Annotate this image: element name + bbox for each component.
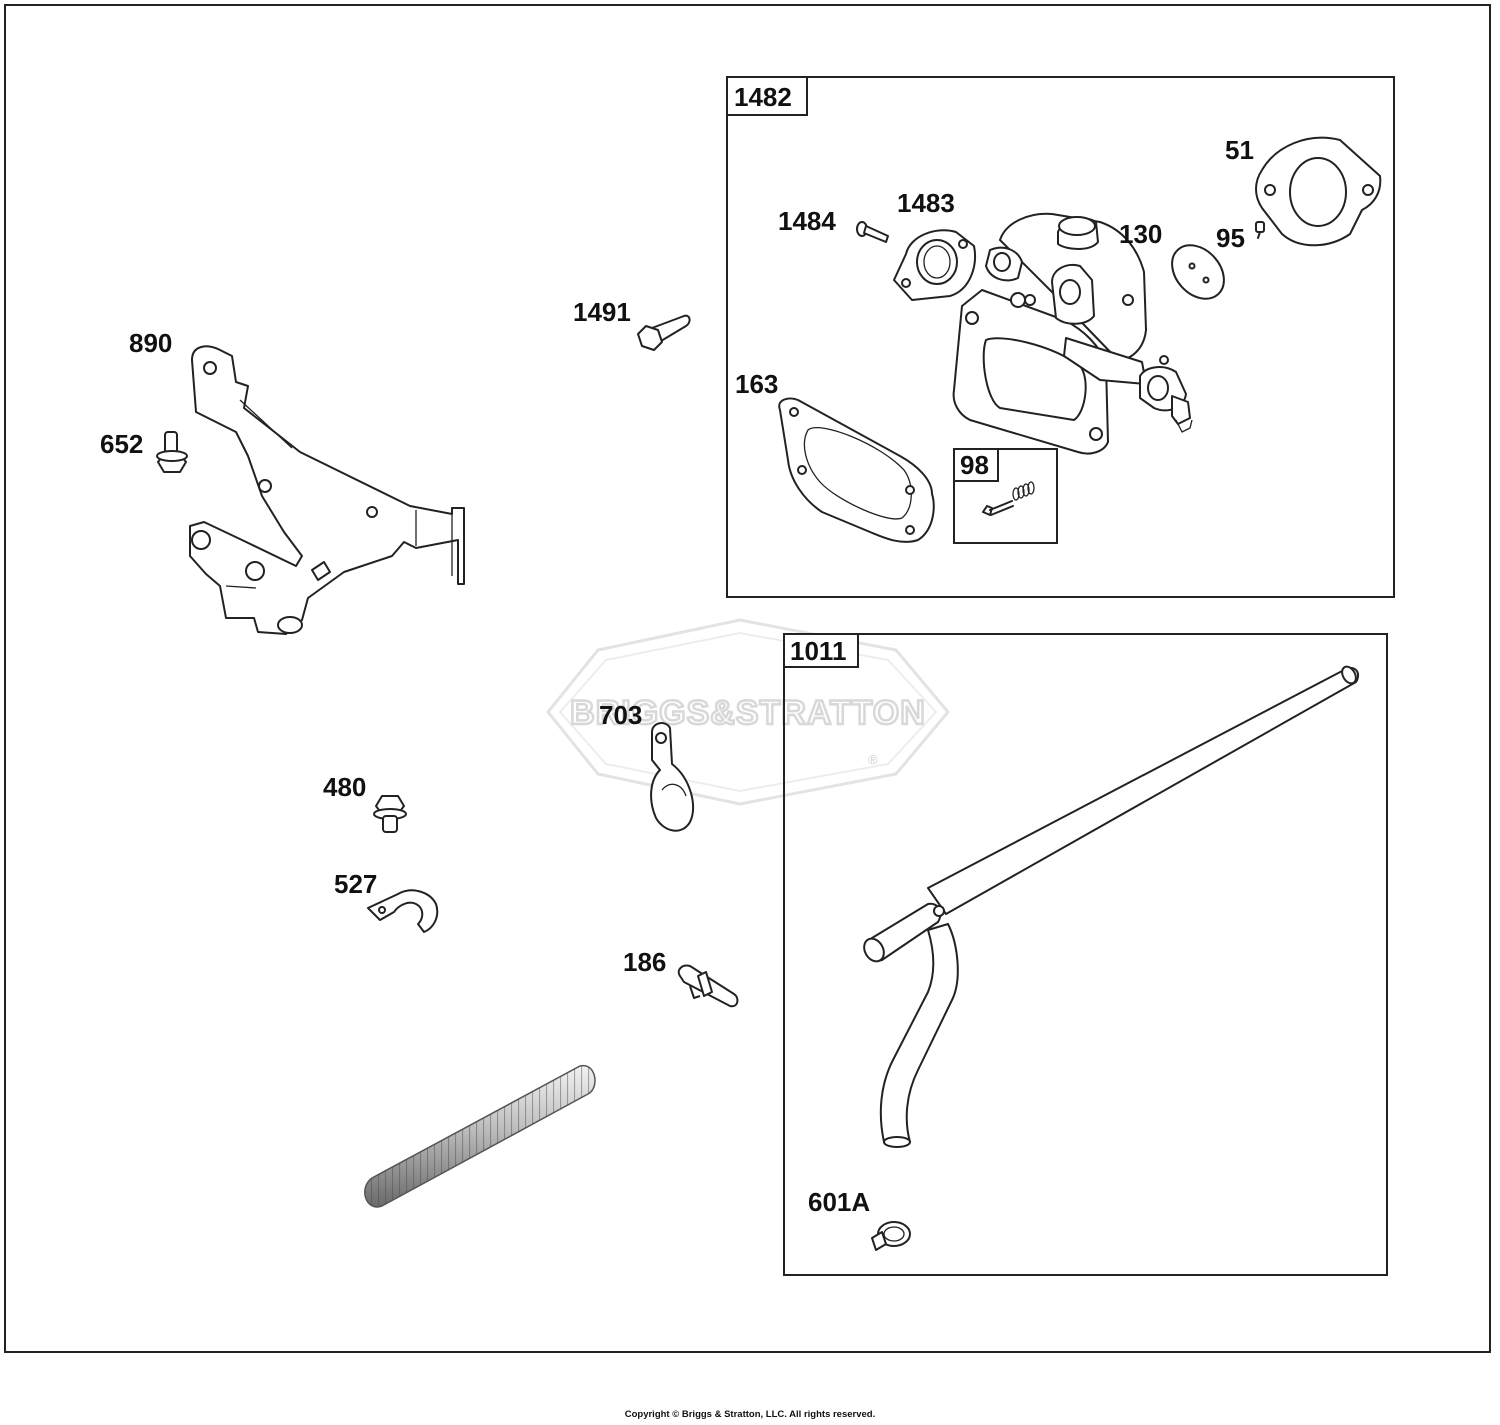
callout-1483: 1483 [897, 188, 955, 218]
part-130-plate [1171, 244, 1225, 300]
part-527-clamp [367, 889, 439, 933]
callout-51: 51 [1225, 135, 1254, 165]
box-label-1482: 1482 [734, 82, 792, 112]
callout-1484: 1484 [778, 206, 836, 236]
watermark-logo: BRIGGS&STRATTON ® [546, 618, 950, 806]
watermark-text: BRIGGS&STRATTON [570, 694, 926, 732]
callout-186: 186 [623, 947, 666, 977]
part-163-gasket [778, 397, 935, 543]
part-98-screw [982, 500, 1014, 516]
callout-527: 527 [334, 869, 377, 899]
box-label-98: 98 [960, 450, 989, 480]
box-label-frame-1011 [783, 633, 859, 668]
part-1491-bolt [637, 314, 691, 351]
part-1482-throttle-body [952, 212, 1193, 455]
callout-480: 480 [323, 772, 366, 802]
diagram-frame [4, 4, 1491, 1353]
part-95-screw [1255, 221, 1265, 239]
part-1484-screw [856, 221, 889, 243]
part-98-spring [1012, 481, 1035, 501]
box-label-frame-98 [953, 448, 999, 482]
part-601a-clamp [871, 1221, 911, 1251]
callout-601a: 601A [808, 1187, 870, 1217]
callout-703: 703 [599, 700, 642, 730]
callout-130: 130 [1119, 219, 1162, 249]
threaded-rod [364, 1065, 596, 1208]
part-51-gasket [1255, 136, 1382, 247]
assembly-box-1482: 1482 [726, 76, 1395, 598]
part-1011-tube [863, 665, 1360, 1148]
callout-890: 890 [129, 328, 172, 358]
part-1483-adapter [893, 229, 976, 301]
part-480-bolt [373, 795, 407, 833]
part-703-clamp [650, 722, 695, 832]
part-186-fitting [677, 964, 739, 1008]
box-label-1011: 1011 [790, 636, 846, 666]
callout-652: 652 [100, 429, 143, 459]
copyright-notice: Copyright © Briggs & Stratton, LLC. All … [624, 1409, 876, 1420]
callout-1491: 1491 [573, 297, 631, 327]
part-652-bolt [156, 431, 188, 473]
callout-95: 95 [1216, 223, 1245, 253]
watermark-registered-mark: ® [868, 752, 878, 767]
box-label-frame-1482 [726, 76, 808, 116]
assembly-box-1011: 1011 [783, 633, 1388, 1276]
callout-163: 163 [735, 369, 778, 399]
part-890-bracket [189, 345, 465, 635]
assembly-box-98: 98 [953, 448, 1058, 544]
